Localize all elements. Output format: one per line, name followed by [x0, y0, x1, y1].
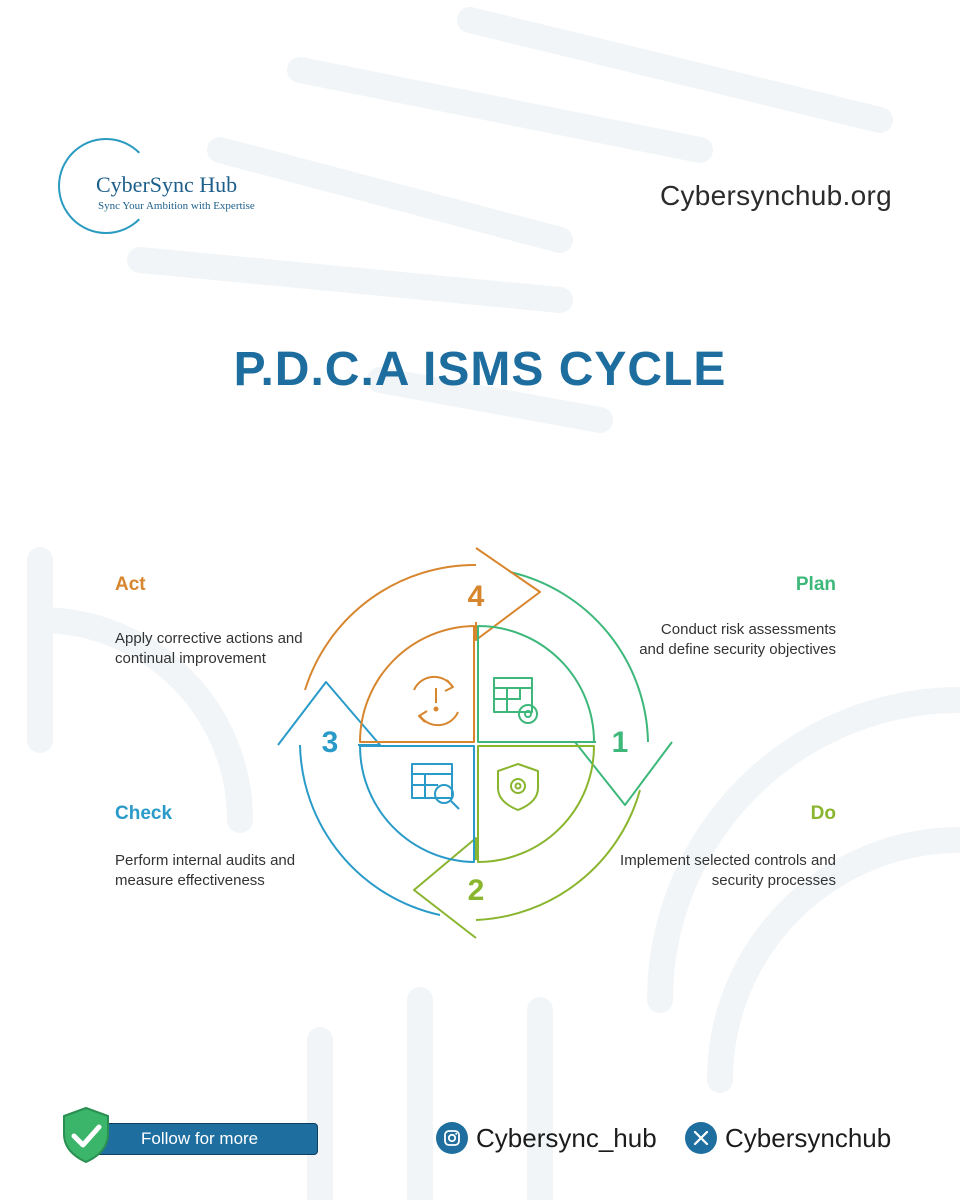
act-description: Apply corrective actions and continual i… — [115, 630, 303, 667]
act-label: Act — [115, 574, 146, 595]
plan-quadrant — [477, 625, 595, 743]
follow-label: Follow for more — [141, 1129, 259, 1148]
check-quadrant — [359, 745, 475, 863]
do-arc — [475, 789, 641, 921]
shield-gear-icon — [497, 763, 539, 811]
check-arc — [299, 744, 441, 916]
brand-logo: CyberSync Hub Sync Your Ambition with Ex… — [58, 138, 288, 242]
check-number: 3 — [321, 726, 339, 759]
instagram-handle: Cybersync_hub — [476, 1122, 657, 1153]
page-title: P.D.C.A ISMS CYCLE — [233, 343, 727, 396]
x-handle: Cybersynchub — [725, 1122, 892, 1153]
site-url[interactable]: Cybersynchub.org — [659, 180, 892, 211]
act-arc — [304, 563, 477, 691]
pdca-cycle-diagram — [277, 547, 673, 939]
table-search-icon — [411, 763, 460, 810]
x-link[interactable]: Cybersynchub — [685, 1122, 891, 1154]
check-description: Perform internal audits and measure effe… — [115, 852, 296, 889]
logo-ring — [58, 138, 154, 234]
do-number: 2 — [467, 874, 485, 907]
act-number: 4 — [467, 580, 485, 613]
do-quadrant — [477, 745, 595, 863]
plan-label: Plan — [795, 574, 836, 595]
x-icon — [685, 1122, 717, 1154]
brand-name: CyberSync Hub — [96, 172, 238, 197]
plan-arc — [509, 571, 649, 743]
do-label: Do — [810, 803, 836, 824]
do-arrowhead — [413, 837, 477, 939]
table-gear-icon — [493, 677, 538, 724]
refresh-alert-icon — [413, 675, 459, 727]
do-description: Implement selected controls and security… — [620, 852, 836, 889]
shield-check-icon — [63, 1106, 109, 1164]
plan-number: 1 — [611, 726, 629, 759]
instagram-icon — [436, 1122, 468, 1154]
plan-description: Conduct risk assessments and define secu… — [639, 621, 836, 658]
follow-button[interactable]: Follow for more — [92, 1123, 318, 1155]
brand-tagline: Sync Your Ambition with Expertise — [98, 200, 255, 212]
act-arrowhead — [475, 547, 541, 641]
instagram-link[interactable]: Cybersync_hub — [436, 1122, 657, 1154]
act-quadrant — [359, 625, 475, 743]
check-label: Check — [115, 803, 173, 824]
